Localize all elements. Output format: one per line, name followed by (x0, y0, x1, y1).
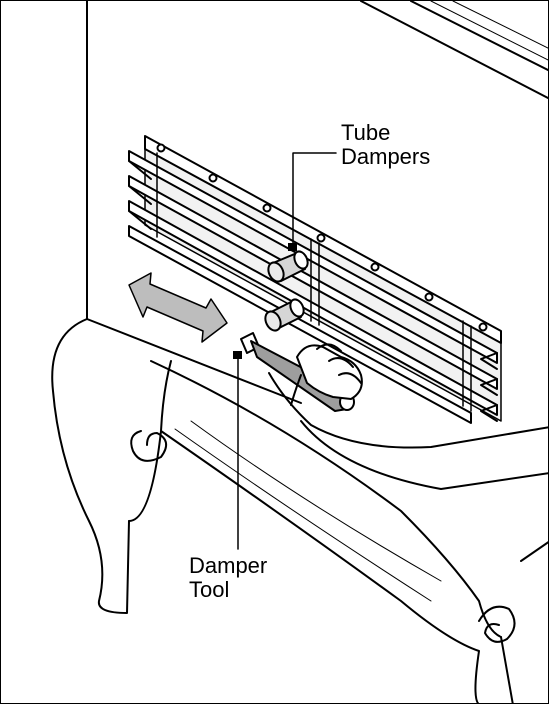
tube-dampers-label: Tube Dampers (341, 121, 430, 169)
tube-dampers-label-line2: Dampers (341, 144, 431, 169)
tube-damper-lower (264, 298, 305, 332)
vent-louvers (128, 135, 502, 424)
cabinet-outline (86, 1, 548, 404)
slide-direction-arrow (128, 272, 228, 343)
damper-tool-label-line2: Tool (189, 577, 230, 602)
furniture-base (51, 318, 548, 703)
tube-dampers-label-line1: Tube (341, 120, 391, 145)
damper-tool-label: Damper Tool (189, 554, 267, 602)
damper-tool-label-line1: Damper (189, 553, 268, 578)
tube-damper-upper (267, 250, 309, 283)
damper-tool-hand (240, 332, 548, 490)
